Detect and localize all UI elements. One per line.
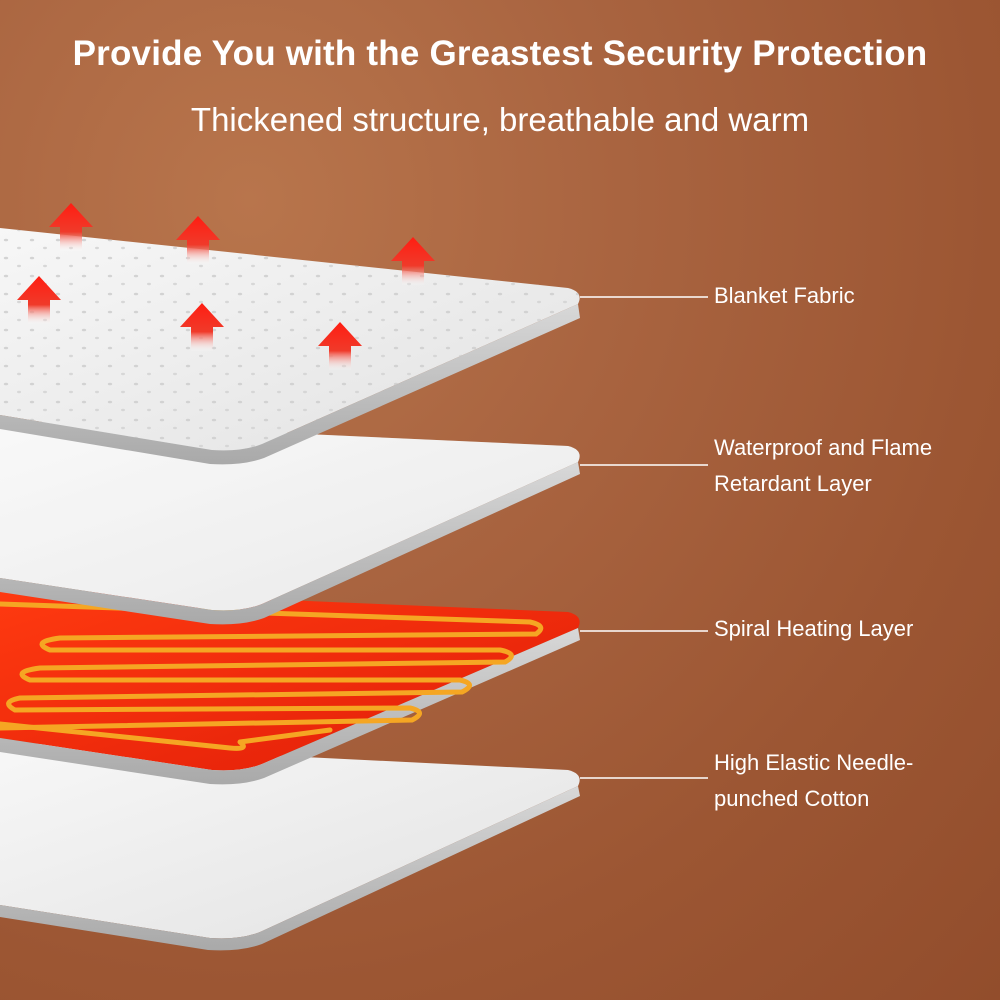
page-subtitle: Thickened structure, breathable and warm: [190, 101, 810, 138]
heat-arrow-icon: [318, 322, 362, 370]
layer-heating: [0, 588, 580, 785]
heat-arrows: [17, 203, 435, 370]
heat-arrow-icon: [49, 203, 93, 251]
page-title: Provide You with the Greastest Security …: [72, 34, 928, 73]
label-heating-layer: Spiral Heating Layer: [714, 616, 914, 641]
heating-wire: [0, 601, 544, 751]
layer-waterproof: [0, 420, 580, 625]
leader-lines: [580, 296, 708, 779]
heat-arrow-icon: [17, 276, 61, 324]
layer-fabric: [0, 228, 580, 465]
label-waterproof-layer: Waterproof and Flame Retardant Layer: [714, 435, 933, 496]
label-cotton-layer: High Elastic Needle- punched Cotton: [714, 750, 914, 811]
heat-arrow-icon: [176, 216, 220, 264]
label-blanket-fabric: Blanket Fabric: [714, 283, 855, 308]
heat-arrow-icon: [180, 303, 224, 351]
heat-arrow-icon: [391, 237, 435, 285]
layer-cotton: [0, 742, 580, 951]
